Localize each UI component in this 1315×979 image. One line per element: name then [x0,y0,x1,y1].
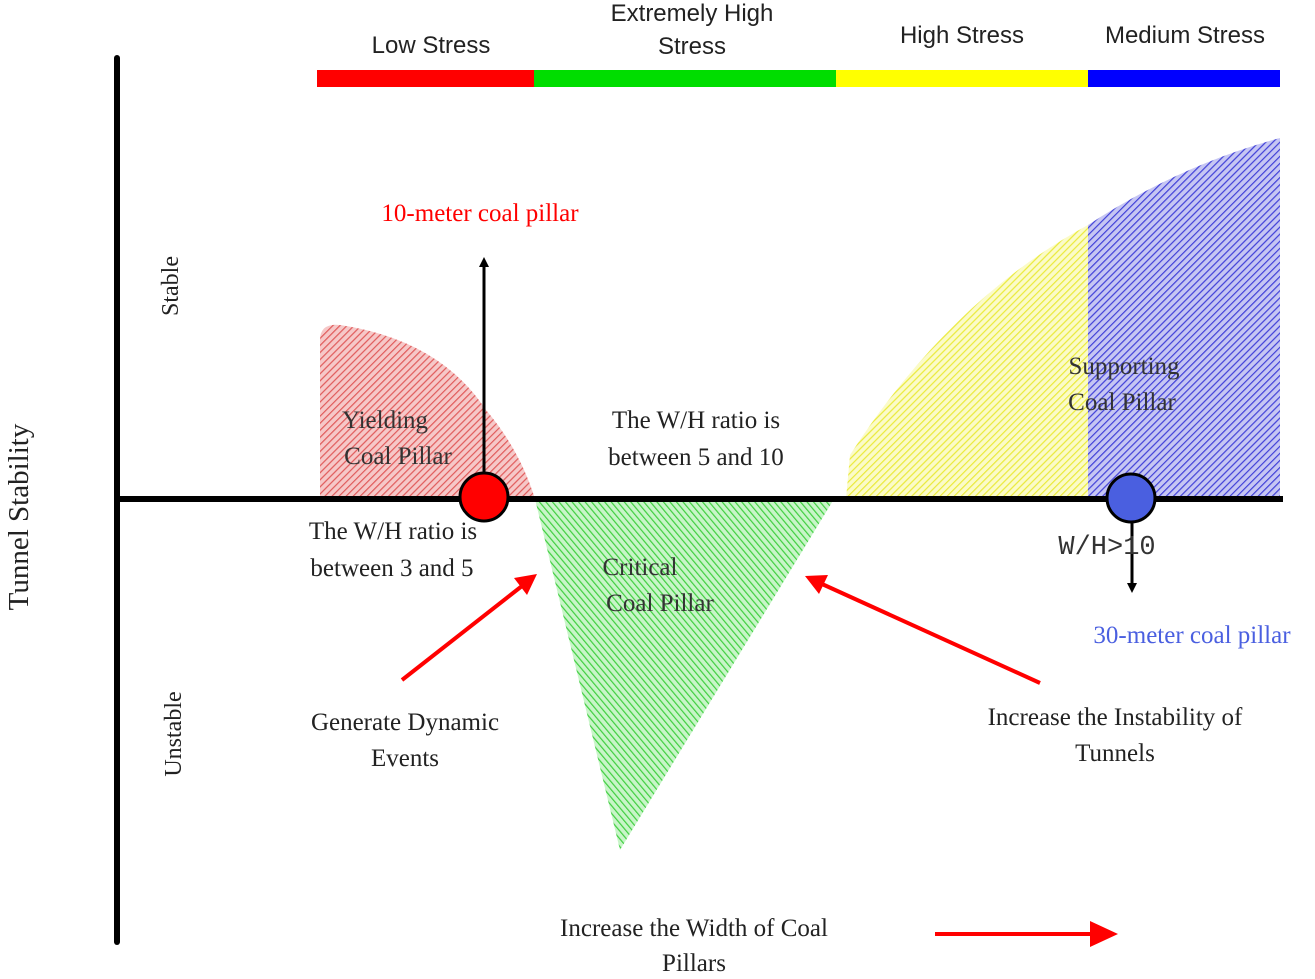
stress-bar-medium [1088,70,1280,87]
stress-bar-low [317,70,534,87]
stable-label: Stable [158,256,184,316]
x-axis-label-line1: Increase the Width of Coal [560,915,828,942]
y-axis-label: Tunnel Stability [3,423,35,610]
instability-arrow [821,582,1041,685]
ratio-3-5-line1: The W/H ratio is [309,518,477,545]
ratio-3-5-line2: between 3 and 5 [310,555,473,582]
stress-label-medium: Medium Stress [1105,22,1265,49]
yielding-zone [320,324,535,499]
supporting-label-line1: Supporting [1068,353,1180,380]
yielding-label-line2: Coal Pillar [344,443,452,470]
supporting-zone-yellow [846,225,1088,499]
ten-meter-pillar-label: 10-meter coal pillar [381,200,579,227]
thirty-meter-pillar-label: 30-meter coal pillar [1093,622,1291,649]
stress-label-extremely-high-line1: Extremely High [611,0,774,27]
critical-label-line1: Critical [603,554,678,581]
instability-line2: Tunnels [1075,740,1155,767]
critical-zone [535,499,834,850]
x-axis-label-line2: Pillars [662,950,726,974]
unstable-label: Unstable [161,691,187,776]
stress-label-low: Low Stress [372,32,491,59]
dynamic-events-line2: Events [371,745,439,772]
instability-arrowhead [805,575,828,594]
wh-greater-10-label: W/H>10 [1058,533,1155,563]
stress-label-extremely-high-line2: Stress [658,33,726,60]
dynamic-events-line1: Generate Dynamic [311,709,499,736]
dynamic-events-arrowhead [514,574,537,595]
supporting-zone-blue [1088,138,1280,499]
yielding-label-line1: Yielding [342,407,429,434]
ratio-5-10-line2: between 5 and 10 [608,444,784,471]
ratio-5-10-line1: The W/H ratio is [612,407,780,434]
instability-line1: Increase the Instability of [988,704,1243,731]
critical-label-line2: Coal Pillar [606,590,714,617]
dynamic-events-arrow [400,584,524,682]
supporting-label-line2: Coal Pillar [1068,389,1176,416]
width-direction-arrowhead [1090,921,1118,947]
stress-bar-extremely-high [534,70,836,87]
ten-meter-pillar-dot [458,471,510,523]
stress-bar-high [836,70,1088,87]
stress-label-high: High Stress [900,22,1024,49]
thirty-meter-pillar-dot [1105,472,1157,524]
